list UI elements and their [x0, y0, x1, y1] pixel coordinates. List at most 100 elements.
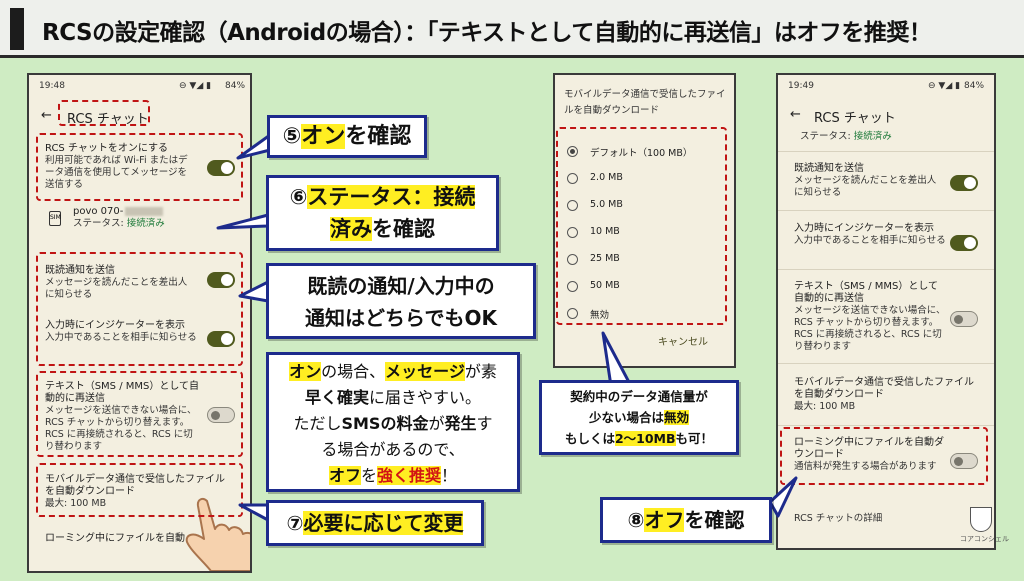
setting-title: テキスト（SMS / MMS）として自動的に再送信	[794, 281, 939, 304]
highlight-text: オフ	[644, 508, 685, 532]
auto-resend-toggle[interactable]	[950, 311, 978, 327]
callout-text: が	[428, 414, 445, 433]
radio-option-label: 2.0 MB	[590, 172, 623, 183]
radio-button[interactable]	[567, 173, 578, 184]
callout-text: を確認	[345, 124, 412, 149]
highlight-text: 2〜10MB	[614, 431, 676, 446]
setting-read-receipt[interactable]: 既読通知を送信メッセージを読んだことを差出人に知らせる	[45, 265, 195, 301]
back-arrow-icon[interactable]: ←	[41, 108, 52, 123]
setting-desc: 最大: 100 MB	[45, 498, 107, 509]
highlight-roaming	[780, 427, 988, 485]
setting-desc: 利用可能であれば Wi-Fi またはデータ通信を使用してメッセージを送信する	[45, 155, 188, 190]
battery-level: 84%	[225, 81, 246, 91]
setting-title: ローミング中にファイルを自動ダウンロード	[794, 437, 944, 460]
highlight-auto-resend	[36, 371, 243, 457]
callout-text: を	[360, 466, 377, 485]
highlight-text: オン	[289, 362, 322, 381]
callout-text: を確認	[684, 508, 745, 532]
callout-step7: ⑦必要に応じて変更	[266, 500, 484, 546]
highlight-screen-title	[58, 100, 150, 126]
callout-text: 通知はどちらでもOK	[305, 306, 497, 330]
highlight-text: 必要に応じて変更	[303, 511, 464, 535]
radio-button[interactable]	[567, 254, 578, 265]
account-status: ステータス: 接続済み	[800, 131, 892, 143]
highlight-text: オン	[301, 124, 346, 149]
setting-title: ローミング中にファイルを自動	[45, 533, 185, 544]
setting-title: モバイルデータ通信で受信したファイルを自動ダウンロード	[794, 377, 974, 400]
read-receipt-toggle[interactable]	[207, 272, 235, 288]
callout-text: 既読の通知/入力中の	[307, 274, 495, 298]
setting-title: モバイルデータ通信で受信したファイルを自動ダウンロード	[45, 474, 225, 497]
rcs-details-link[interactable]: RCS チャットの詳細	[794, 513, 883, 524]
setting-rcs-on[interactable]: RCS チャットをオンにする利用可能であれば Wi-Fi またはデータ通信を使用…	[45, 143, 195, 191]
radio-button[interactable]	[567, 200, 578, 211]
phone-screenshot-rcs-settings-2: 19:49 ⊖ ▼◢ ▮ 84% ← RCS チャット ステータス: 接続済み …	[776, 73, 996, 550]
setting-auto-download[interactable]: モバイルデータ通信で受信したファイルを自動ダウンロード最大: 100 MB	[794, 377, 974, 413]
screen-title: RCS チャット	[67, 112, 149, 127]
status-label: ステータス:	[73, 218, 127, 229]
rcs-on-toggle[interactable]	[207, 160, 235, 176]
highlight-download-options	[556, 127, 727, 325]
typing-indicator-toggle[interactable]	[950, 235, 978, 251]
status-label: ステータス:	[800, 131, 854, 142]
callout-text: 少ない場合は	[588, 410, 664, 425]
back-arrow-icon[interactable]: ←	[790, 107, 801, 122]
setting-title: 入力時にインジケーターを表示	[45, 320, 185, 331]
callout-text: を確認	[372, 217, 435, 241]
highlight-text: メッセージ	[385, 362, 465, 381]
screen-title: RCS チャット	[814, 111, 896, 126]
radio-button[interactable]	[567, 281, 578, 292]
radio-button[interactable]	[567, 308, 578, 319]
read-receipt-toggle[interactable]	[950, 175, 978, 191]
callout-step8: ⑧オフを確認	[600, 497, 772, 543]
battery-level: 84%	[964, 81, 985, 91]
callout-text: もしくは	[564, 431, 615, 446]
status-time: 19:48	[39, 81, 65, 91]
setting-desc: 通信料が発生する場合があります	[794, 461, 937, 472]
callout-text: の場合、	[321, 362, 386, 381]
highlight-text: オフ	[328, 466, 361, 485]
highlight-text: 強く推奨	[377, 466, 442, 485]
highlight-text: ステータス：接続	[307, 185, 476, 209]
setting-typing-indicator[interactable]: 入力時にインジケーターを表示入力中であることを相手に知らせる	[794, 223, 946, 247]
phone-number: povo 070-	[73, 206, 124, 217]
dialog-title: モバイルデータ通信で受信したファイルを自動ダウンロード	[564, 89, 726, 116]
status-icons: ⊖ ▼◢ ▮	[928, 81, 961, 91]
setting-auto-resend[interactable]: テキスト（SMS / MMS）として自動的に再送信メッセージを送信できない場合に…	[45, 381, 200, 453]
typing-indicator-toggle[interactable]	[207, 331, 235, 347]
phone-screenshot-download-dialog: モバイルデータ通信で受信したファイルを自動ダウンロード デフォルト（100 MB…	[553, 73, 736, 368]
step-number: ⑤	[282, 124, 302, 149]
setting-roaming[interactable]: ローミング中にファイルを自動ダウンロード通信料が発生する場合があります	[794, 437, 944, 473]
callout-text: 契約中のデータ通信量が	[570, 389, 708, 404]
callout-text: に届きやすい。	[369, 388, 482, 407]
blurred-number	[125, 207, 164, 216]
radio-option-label: 50 MB	[590, 280, 620, 291]
divider	[778, 210, 994, 211]
step-number: ⑧	[627, 508, 645, 532]
logo-text: コアコンシェル	[960, 535, 1009, 543]
divider	[778, 151, 994, 152]
radio-option-label: デフォルト（100 MB）	[590, 148, 693, 159]
setting-auto-download[interactable]: モバイルデータ通信で受信したファイルを自動ダウンロード最大: 100 MB	[45, 474, 225, 510]
callout-text: る場合があるので、	[321, 440, 465, 459]
status-time: 19:49	[788, 81, 814, 91]
header-accent-bar	[10, 8, 24, 50]
radio-button[interactable]	[567, 227, 578, 238]
setting-title: 既読通知を送信	[45, 265, 115, 276]
setting-read-receipt[interactable]: 既読通知を送信メッセージを読んだことを差出人に知らせる	[794, 163, 944, 199]
setting-roaming[interactable]: ローミング中にファイルを自動	[45, 533, 235, 545]
radio-button[interactable]	[567, 146, 578, 157]
status-icons: ⊖ ▼◢ ▮	[179, 81, 212, 91]
callout-text: す	[476, 414, 493, 433]
auto-resend-toggle[interactable]	[207, 407, 235, 423]
divider	[778, 269, 994, 270]
page-title: RCSの設定確認（Androidの場合）：「テキストとして自動的に再送信」はオフ…	[42, 20, 932, 46]
bold-text: 早く確実	[304, 388, 369, 407]
setting-typing-indicator[interactable]: 入力時にインジケーターを表示入力中であることを相手に知らせる	[45, 320, 200, 344]
callout-text: ！	[441, 466, 458, 485]
cancel-button[interactable]: キャンセル	[658, 337, 708, 348]
status-value: 接続済み	[126, 218, 165, 229]
roaming-toggle[interactable]	[950, 453, 978, 469]
setting-desc: メッセージを送信できない場合に、RCS チャットから切り替えます。RCS に再接…	[794, 305, 946, 352]
setting-auto-resend[interactable]: テキスト（SMS / MMS）として自動的に再送信メッセージを送信できない場合に…	[794, 281, 946, 353]
